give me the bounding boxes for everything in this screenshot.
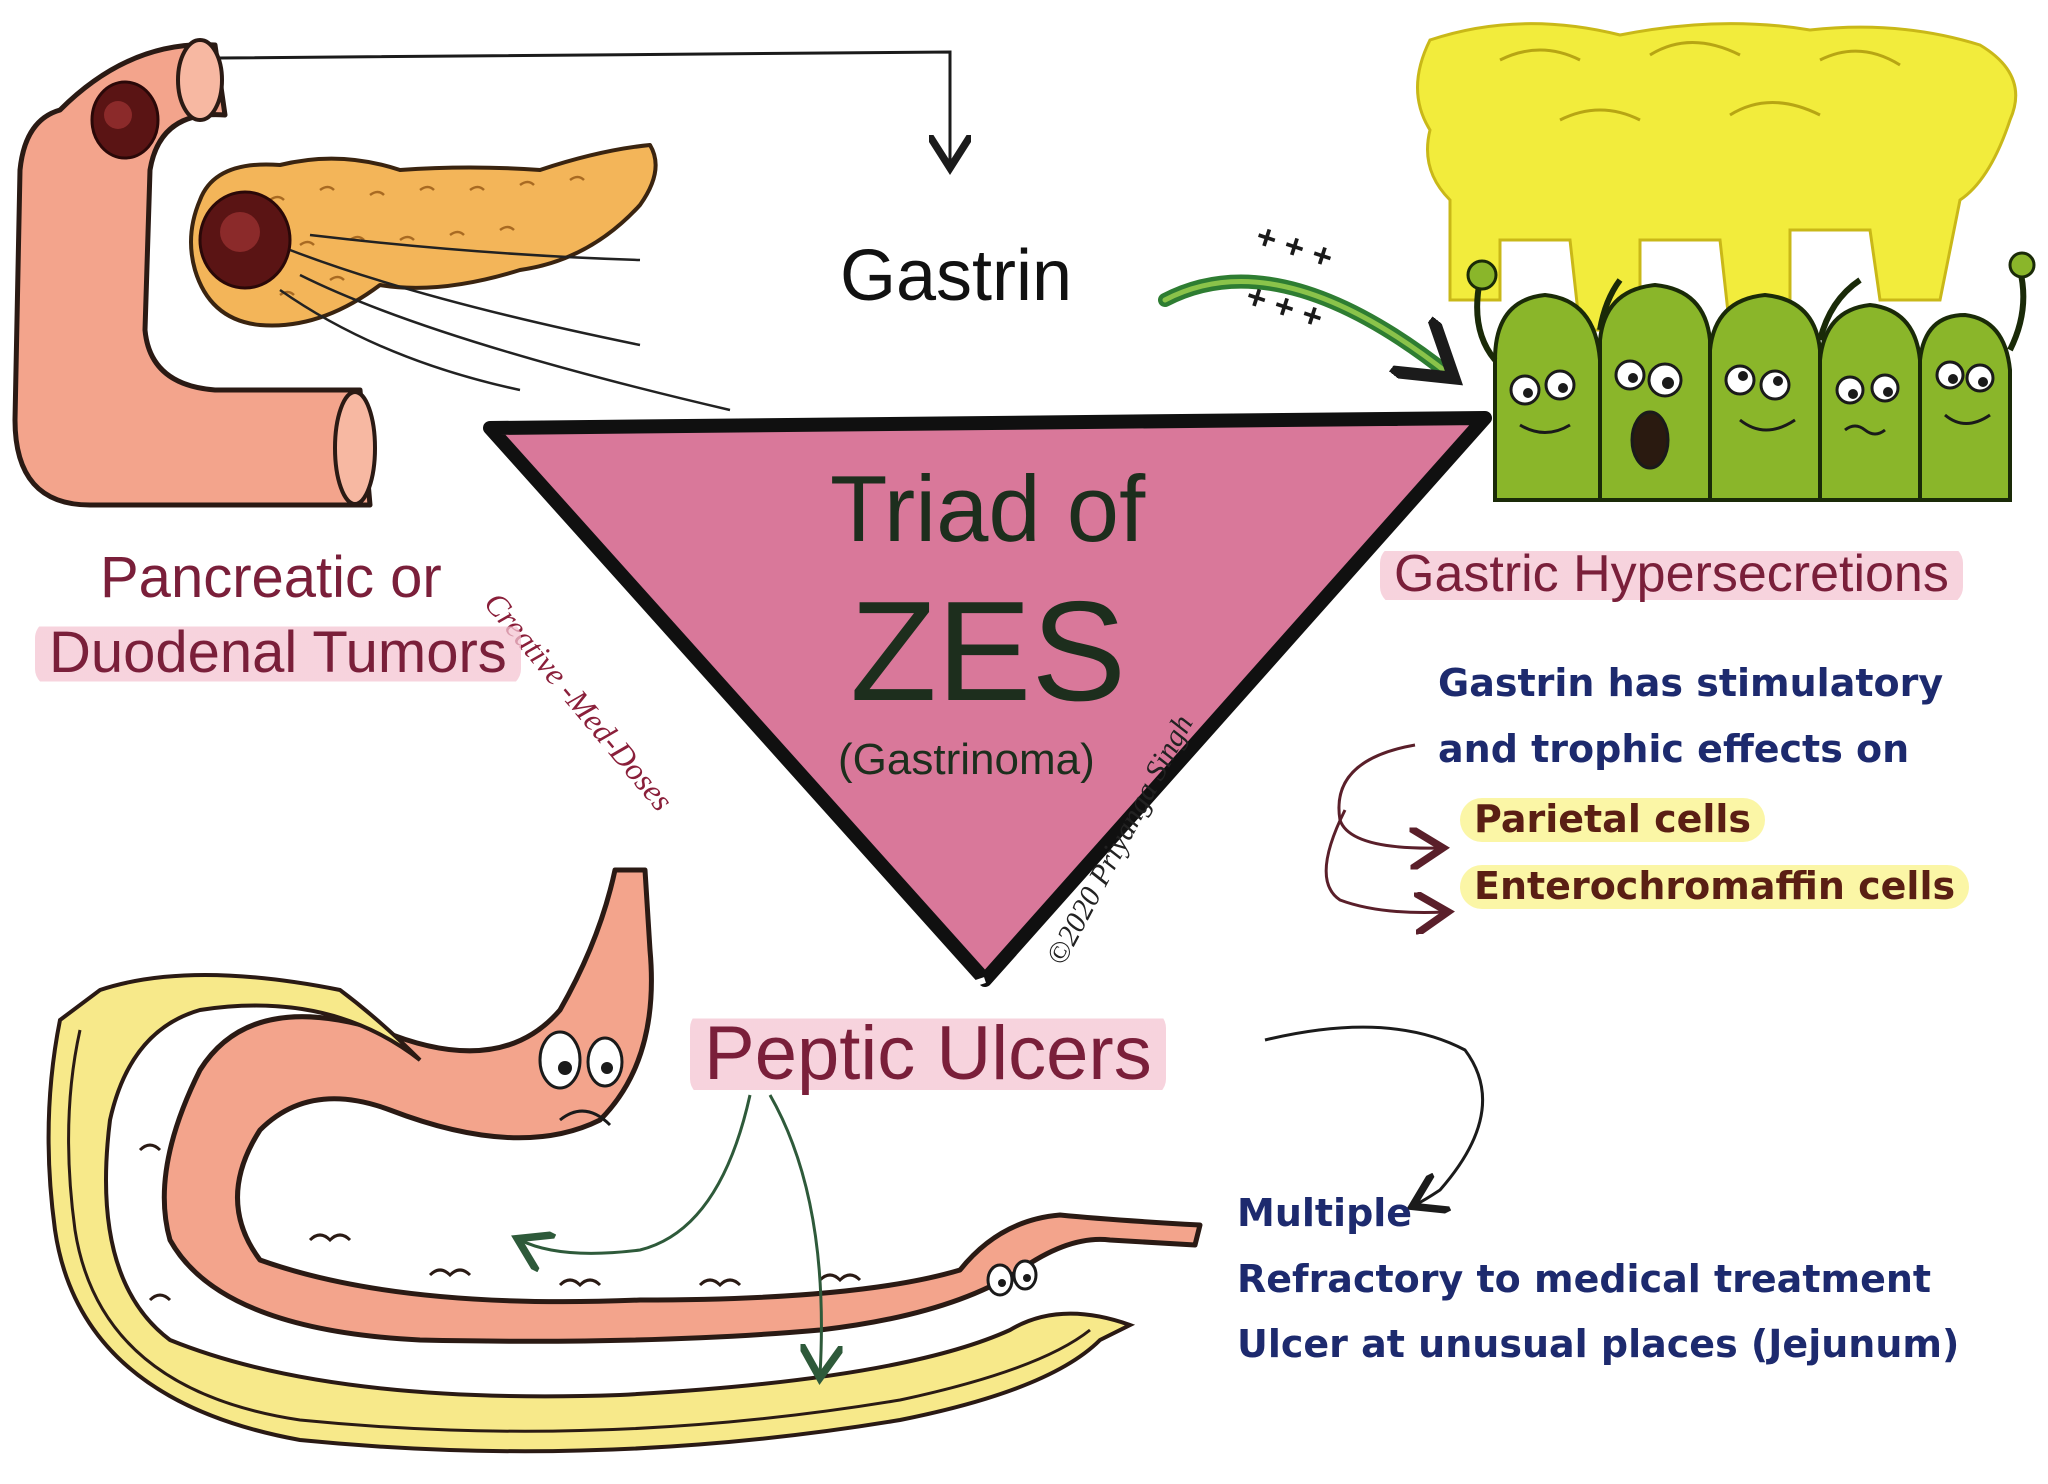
gastric-hypersecretions-label: Gastric Hypersecretions xyxy=(1380,545,1963,605)
effect-note-line1: Gastrin has stimulatory xyxy=(1438,661,1944,705)
stomach-illustration xyxy=(46,867,1203,1454)
tumor-to-gastrin-arrow xyxy=(219,50,950,165)
target-parietal-cells: Parietal cells xyxy=(1460,797,1766,842)
gastrinoma-label: (Gastrinoma) xyxy=(838,735,1095,784)
ulcer-feature-multiple: Multiple xyxy=(1237,1191,1413,1235)
peptic-ulcers-label: Peptic Ulcers xyxy=(690,1010,1166,1098)
target-enterochromaffin-cells: Enterochromaffin cells xyxy=(1460,864,1970,909)
targets-branch-arrow xyxy=(1337,743,1440,848)
secretion-illustration xyxy=(1416,22,2018,332)
triad-triangle xyxy=(483,411,1492,987)
tumors-label-line1: Pancreatic or xyxy=(100,545,442,610)
ulcer-feature-unusual-places: Ulcer at unusual places (Jejunum) xyxy=(1237,1322,1960,1366)
zes-label: ZES xyxy=(850,572,1127,731)
pancreas-illustration xyxy=(189,143,731,412)
effect-note-line2: and trophic effects on xyxy=(1438,727,1910,771)
ulcer-feature-refractory: Refractory to medical treatment xyxy=(1237,1257,1932,1301)
gastrin-label: Gastrin xyxy=(840,236,1073,316)
duodenum-illustration xyxy=(12,38,377,508)
tumors-label-line2: Duodenal Tumors xyxy=(35,620,521,687)
triad-of-label: Triad of xyxy=(830,456,1146,561)
parietal-cells-illustration xyxy=(1466,251,2036,502)
ulcers-to-features-arrow xyxy=(1264,1025,1485,1205)
